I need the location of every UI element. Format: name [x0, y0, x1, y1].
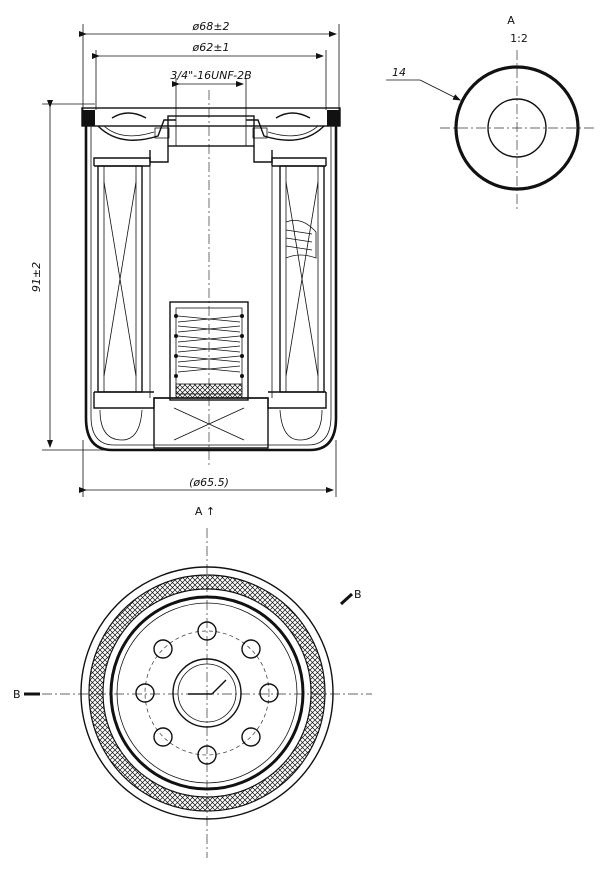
filter-element-right: [279, 165, 325, 393]
callout-14-label: 14: [392, 66, 406, 79]
thread-boss-outer: [172, 658, 242, 728]
upper-end-cap: [93, 157, 327, 167]
thread-label: 3/4"-16UNF-2B: [170, 69, 251, 82]
lower-end-cap: [93, 391, 327, 449]
dimension-height: 91±2: [30, 100, 110, 451]
gasket-diameter-label: ø62±1: [192, 41, 230, 54]
thread-boss-inner: [177, 663, 237, 723]
dimension-gasket-diameter: ø62±1: [92, 41, 327, 110]
canister-shell: [84, 116, 338, 452]
filter-element-left: [97, 165, 143, 393]
dimension-body-diameter: (ø65.5): [79, 440, 337, 497]
section-b-right-label: B: [354, 588, 362, 601]
gasket-ring-hatched: [88, 574, 326, 812]
gasket-outer-ring: [454, 65, 580, 191]
section-b-left-marker: B: [13, 688, 40, 701]
view-a-title: A: [507, 14, 515, 27]
gasket-inner-ring: [487, 98, 547, 158]
inlet-holes: [135, 621, 279, 765]
section-b-left-label: B: [13, 688, 21, 701]
bypass-valve: [169, 301, 249, 401]
view-a-arrow-label: A ↑: [195, 505, 215, 518]
outer-rim: [80, 566, 334, 820]
body-diameter-label: (ø65.5): [189, 476, 229, 489]
section-view: ø68±2 ø62±1 3/4"-16UNF-2B 91±2: [30, 20, 341, 497]
outer-diameter-label: ø68±2: [192, 20, 230, 33]
section-b-right-marker: B: [339, 588, 362, 606]
plan-view: A ↑ B B: [13, 505, 372, 858]
threaded-boss: [149, 115, 273, 163]
base-plate: [81, 107, 341, 141]
base-plate-rim: [109, 595, 305, 791]
view-a-scale: 1:2: [510, 32, 528, 45]
height-label: 91±2: [30, 262, 43, 292]
dimension-thread: 3/4"-16UNF-2B: [170, 69, 252, 120]
view-a: A 1:2 14: [386, 14, 596, 210]
bolt-circle: [144, 630, 270, 756]
callout-14: 14: [386, 66, 461, 101]
